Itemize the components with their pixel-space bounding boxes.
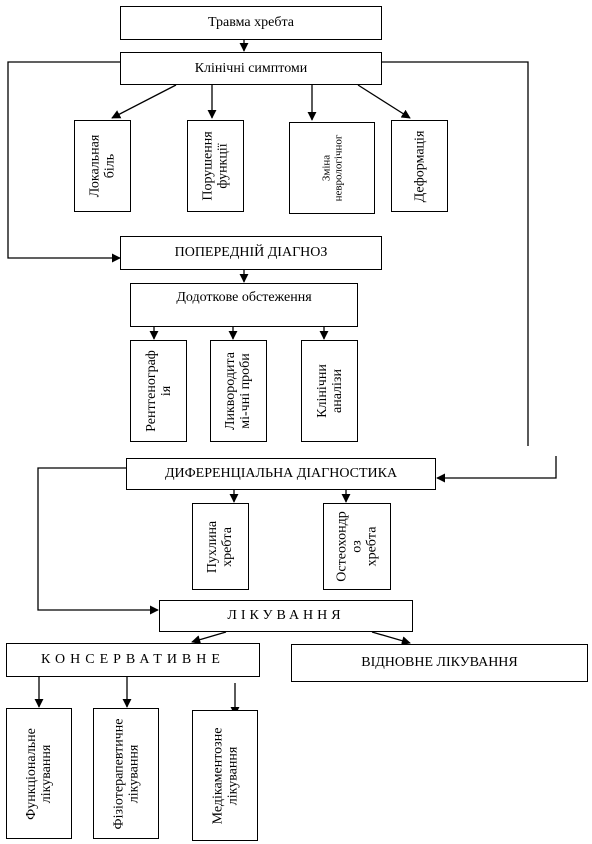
arrow-differential-treatment-loop [37, 467, 159, 615]
node-treatment-label: ЛІКУВАННЯ [227, 608, 345, 623]
node-symptoms-label: Клінічні симптоми [194, 60, 308, 76]
node-liquor-line2: мі-чні проби [238, 353, 254, 429]
node-local-pain-line2: біль [102, 153, 118, 179]
node-tumor-line2: хребта [220, 526, 236, 567]
node-conservative-label: КОНСЕРВАТИВНЕ [41, 652, 225, 667]
arrow-treatment-restorative [371, 631, 411, 646]
node-neuro-line2: неврологічног [332, 134, 344, 202]
node-clinical: Клінічни аналізи [301, 340, 358, 442]
node-local-pain-line1: Локальная [87, 134, 103, 198]
node-additional: Додоткове обстеження [130, 283, 358, 327]
node-restorative: ВІДНОВНЕ ЛІКУВАННЯ [291, 644, 588, 682]
node-clinical-line2: аналізи [329, 369, 345, 413]
node-osteo-line2: оз [349, 540, 365, 553]
node-function-line2: функції [215, 143, 231, 189]
node-tumor-line1: Пухлина [205, 520, 221, 573]
node-deformation: Деформація [391, 120, 448, 212]
node-physio-line2: лікування [126, 744, 141, 803]
node-functional: Функціональне лікування [6, 708, 72, 839]
arrow-symptoms-deformation [357, 84, 411, 119]
node-local-pain: Локальная біль [74, 120, 131, 212]
node-trauma-label: Травма хребта [208, 15, 294, 30]
node-differential-label: ДИФЕРЕНЦІАЛЬНА ДІАГНОСТИКА [164, 466, 398, 481]
node-function-line1: Порушення [200, 131, 216, 201]
node-osteo-line1: Остеохондр [334, 511, 350, 582]
node-neuro: Зміна неврологічног [289, 122, 375, 214]
node-functional-line2: лікування [39, 744, 54, 803]
node-prelim: ПОПЕРЕДНІЙ ДІАГНОЗ [120, 236, 382, 270]
node-restorative-label: ВІДНОВНЕ ЛІКУВАННЯ [361, 655, 518, 670]
node-tumor: Пухлина хребта [192, 503, 249, 590]
node-liquor-line1: Ликвородита [223, 351, 239, 431]
node-prelim-label: ПОПЕРЕДНІЙ ДІАГНОЗ [174, 245, 328, 260]
node-differential: ДИФЕРЕНЦІАЛЬНА ДІАГНОСТИКА [126, 458, 436, 490]
node-additional-label: Додоткове обстеження [176, 290, 312, 305]
node-medication-line2: лікування [225, 746, 241, 805]
node-trauma: Травма хребта [120, 6, 382, 40]
node-medication: Медікаментозне лікування [192, 710, 258, 841]
node-xray: Рентгенограф ія [130, 340, 187, 442]
node-function: Порушення функції [187, 120, 244, 212]
node-liquor: Ликвородита мі-чні проби [210, 340, 267, 442]
arrow-symptoms-local-pain [111, 84, 177, 119]
node-functional-line1: Функціональне [24, 727, 39, 820]
node-treatment: ЛІКУВАННЯ [159, 600, 413, 632]
node-physio-line1: Фізіотерапевтичне [111, 718, 126, 829]
node-xray-line2: ія [158, 385, 174, 397]
arrow-symptoms-prelim-loop [7, 61, 121, 263]
node-conservative: КОНСЕРВАТИВНЕ [6, 643, 260, 677]
node-symptoms: Клінічні симптоми [120, 52, 382, 85]
node-medication-line1: Медікаментозне [210, 727, 226, 824]
node-deformation-label: Деформація [412, 130, 428, 202]
arrow-treatment-conservative [191, 631, 227, 645]
node-osteo-line3: хребта [364, 526, 380, 567]
node-xray-line1: Рентгенограф [143, 350, 159, 432]
arrow-right-to-differential [436, 456, 557, 483]
node-clinical-line1: Клінічни [314, 364, 330, 418]
node-physio: Фізіотерапевтичне лікування [93, 708, 159, 839]
line-symptoms-right [381, 61, 529, 446]
node-neuro-line1: Зміна [320, 154, 332, 182]
node-osteo: Остеохондр оз хребта [323, 503, 391, 590]
